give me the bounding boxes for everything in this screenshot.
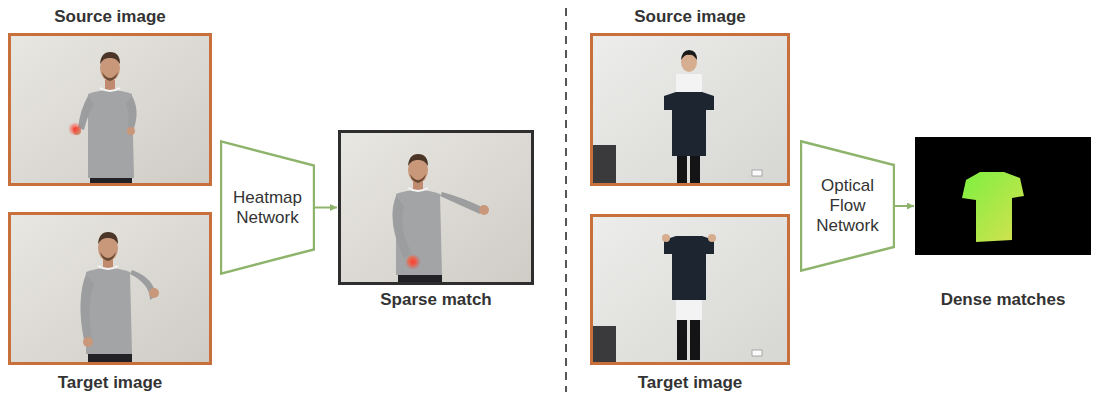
image-caption: Dense matches xyxy=(941,290,1066,310)
hand xyxy=(83,337,93,347)
source-photo-right xyxy=(590,33,790,186)
hand xyxy=(149,288,159,298)
leg xyxy=(677,318,687,360)
image-caption: Source image xyxy=(54,7,166,27)
beard xyxy=(410,174,426,183)
collar xyxy=(98,266,118,269)
neck xyxy=(105,80,115,90)
outlet xyxy=(752,350,762,356)
divider-line xyxy=(565,8,567,392)
target-photo-right xyxy=(590,214,790,365)
hair xyxy=(408,154,428,166)
outlet xyxy=(752,170,762,176)
image-frame: Source image xyxy=(8,33,212,186)
image-caption: Source image xyxy=(634,7,746,27)
beard xyxy=(100,252,116,261)
network-block: Optical Flow Network xyxy=(800,140,895,272)
wall xyxy=(590,33,790,186)
hair xyxy=(681,50,697,60)
hand xyxy=(708,234,716,242)
image-caption: Target image xyxy=(58,373,163,393)
trapezoid-shape xyxy=(221,141,314,273)
image-caption: Target image xyxy=(638,373,743,393)
source-photo-left xyxy=(8,33,212,186)
network-label-box: Heatmap Network xyxy=(220,140,315,275)
held-tshirt xyxy=(664,92,714,156)
flow-background xyxy=(915,137,1091,255)
collar xyxy=(100,88,120,91)
image-frame: Sparse match xyxy=(338,130,534,285)
image-frame: Dense matches xyxy=(915,137,1091,255)
hand xyxy=(662,234,670,242)
sparse-match-photo xyxy=(338,130,534,285)
wall xyxy=(338,130,534,285)
image-frame: Source image xyxy=(590,33,790,186)
hair xyxy=(100,52,120,64)
trapezoid-shape xyxy=(801,141,894,270)
arm xyxy=(80,274,94,340)
image-frame: Target image xyxy=(590,214,790,365)
wall xyxy=(8,212,212,365)
network-label: Optical Flow Network xyxy=(808,176,887,236)
leg xyxy=(690,318,700,360)
flow-arrow xyxy=(315,207,337,209)
network-label-box: Optical Flow Network xyxy=(800,140,895,272)
image-frame: Target image xyxy=(8,212,212,365)
network-block: Heatmap Network xyxy=(220,140,315,275)
sofa xyxy=(590,326,616,365)
held-tshirt xyxy=(664,236,714,300)
beard xyxy=(102,72,118,81)
hair xyxy=(98,232,118,244)
image-caption: Sparse match xyxy=(380,290,492,310)
target-photo-left xyxy=(8,212,212,365)
hand xyxy=(127,127,135,135)
keypoint-marker xyxy=(405,254,421,270)
sofa xyxy=(590,145,616,186)
keypoint-marker xyxy=(68,122,82,136)
hand xyxy=(479,205,489,215)
flow-visualization xyxy=(915,137,1091,255)
arm xyxy=(126,96,137,128)
wall xyxy=(590,214,790,365)
network-label: Heatmap Network xyxy=(228,188,307,228)
arm xyxy=(440,192,484,214)
wall xyxy=(8,33,212,186)
collar xyxy=(408,188,428,191)
arm xyxy=(392,196,412,258)
flow-arrow xyxy=(895,205,914,207)
flow-region xyxy=(962,172,1024,242)
